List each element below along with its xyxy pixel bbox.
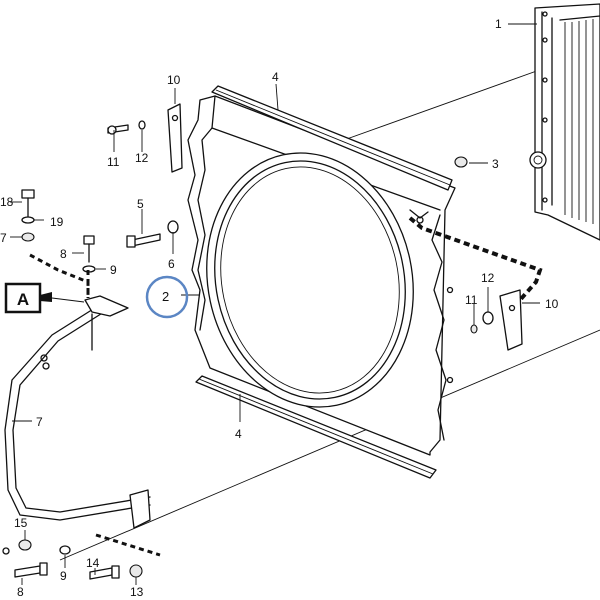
callout-12-right: 12 <box>481 271 495 285</box>
seal-strip-bottom <box>195 375 437 479</box>
callout-17: 7 <box>0 231 7 245</box>
callout-13: 13 <box>130 585 144 599</box>
callout-1: 1 <box>495 17 502 31</box>
callout-4-bottom: 4 <box>235 427 242 441</box>
callout-15: 15 <box>14 516 28 530</box>
radiator <box>529 3 600 241</box>
view-label-a: A <box>4 282 52 314</box>
callout-11-left: 11 <box>107 155 120 169</box>
fasteners <box>2 120 494 580</box>
perspective-lines <box>59 67 600 561</box>
callout-19: 19 <box>50 215 64 229</box>
bracket-right <box>499 289 523 351</box>
callout-14: 14 <box>86 556 100 570</box>
view-label-text: A <box>17 290 29 309</box>
callout-8-bottom: 8 <box>17 585 24 599</box>
callout-12-left: 12 <box>135 151 149 165</box>
fan-shroud <box>187 95 456 456</box>
callout-10-top: 10 <box>167 73 181 87</box>
callout-8-mid: 8 <box>60 247 67 261</box>
callout-7: 7 <box>36 415 43 429</box>
callout-4-top: 4 <box>272 70 279 84</box>
callout-labels: 1 10 4 11 12 3 5 6 2 18 19 7 8 9 12 11 1… <box>0 17 559 599</box>
bracket-left <box>167 103 183 173</box>
callout-9-bottom: 9 <box>60 569 67 583</box>
callout-3: 3 <box>492 157 499 171</box>
radiator-fins <box>564 19 594 224</box>
callout-2-highlight <box>145 275 189 319</box>
callout-5: 5 <box>137 197 144 211</box>
callout-10-right: 10 <box>545 297 559 311</box>
callout-18: 18 <box>0 195 14 209</box>
callout-11-right: 11 <box>465 293 478 307</box>
callout-6: 6 <box>168 257 175 271</box>
stay-rod <box>4 295 151 529</box>
assembly-paths <box>29 216 543 557</box>
callout-2: 2 <box>162 289 169 304</box>
callout-9-mid: 9 <box>110 263 117 277</box>
seal-strip-top <box>211 85 453 191</box>
leader-lines <box>10 23 540 585</box>
